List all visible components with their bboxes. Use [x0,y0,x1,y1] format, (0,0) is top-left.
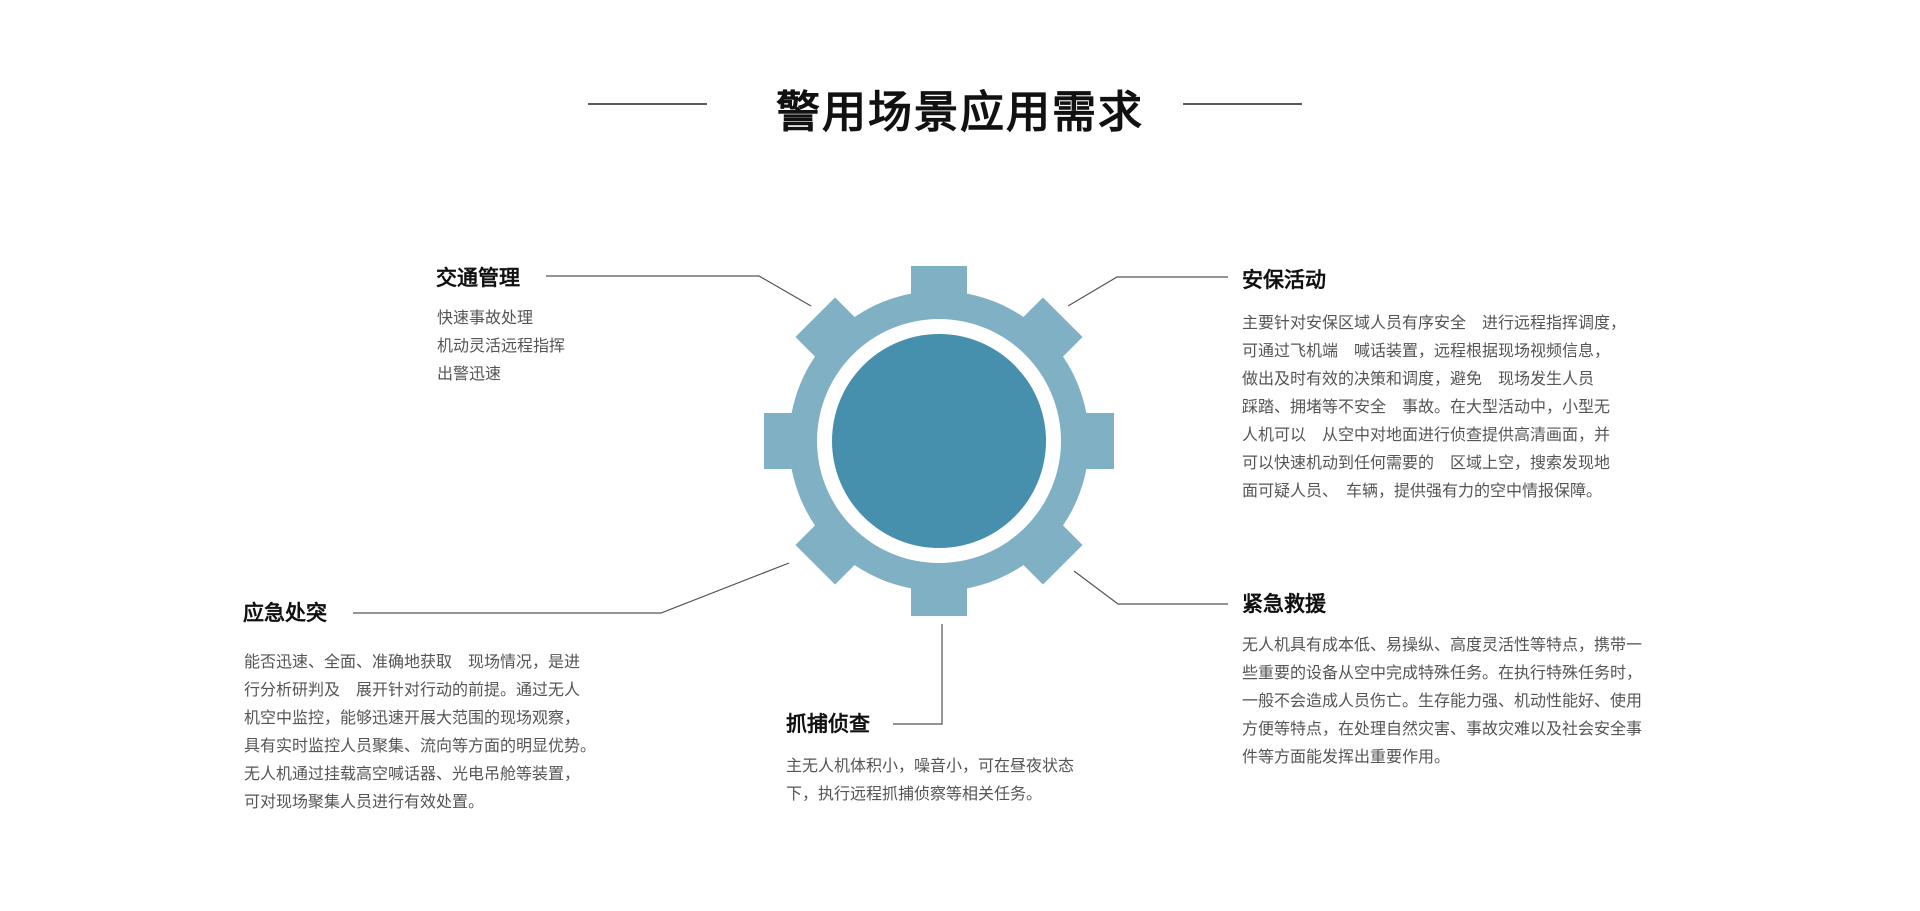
text-line: 踩踏、拥堵等不安全 事故。在大型活动中，小型无 [1242,397,1611,416]
text-emergency: 能否迅速、全面、准确地获取 现场情况，是进行分析研判及 展开针对行动的前提。通过… [244,648,596,816]
text-security: 主要针对安保区域人员有序安全 进行远程指挥调度， 可通过飞机端 喊话装置，远程根据… [1242,309,1626,505]
heading-rescue: 紧急救援 [1242,592,1326,616]
text-line: 具有实时监控人员聚集、流向等方面的明显优势。 [244,736,597,755]
text-rescue: 无人机具有成本低、易操纵、高度灵活性等特点，携带一些重要的设备从空中完成特殊任务… [1242,631,1642,771]
heading-traffic: 交通管理 [436,266,520,290]
text-line: 做出及时有效的决策和调度，避免 现场发生人员 [1242,369,1595,388]
text-line: 主无人机体积小，噪音小，可在昼夜状态 [786,756,1075,775]
page-title: 警用场景应用需求 [776,87,1144,138]
text-line: 机空中监控，能够迅速开展大范围的现场观察， [244,708,581,727]
text-line: 无人机通过挂载高空喊话器、光电吊舱等装置， [244,764,581,783]
text-line: 主要针对安保区域人员有序安全 进行远程指挥调度， [1242,313,1627,332]
connector-security [1067,276,1228,307]
text-line: 可通过飞机端 喊话装置，远程根据现场视频信息， [1242,341,1611,360]
text-line: 快速事故处理 [437,308,534,327]
connector-capture [893,624,943,725]
text-line: 出警迅速 [437,364,502,383]
text-line: 面可疑人员、 车辆，提供强有力的空中情报保障。 [1242,481,1603,500]
heading-emergency: 应急处突 [243,601,327,625]
connector-traffic [546,275,812,307]
text-line: 些重要的设备从空中完成特殊任务。在执行特殊任务时， [1242,663,1643,682]
text-line: 方便等特点，在处理自然灾害、事故灾难以及社会安全事 [1242,719,1643,738]
gear-icon [764,266,1114,616]
text-capture: 主无人机体积小，噪音小，可在昼夜状态下，执行远程抓捕侦察等相关任务。 [786,752,1074,808]
text-line: 下，执行远程抓捕侦察等相关任务。 [786,784,1043,803]
heading-security: 安保活动 [1242,268,1326,292]
text-line: 件等方面能发挥出重要作用。 [1242,747,1451,766]
gear-core [832,334,1046,548]
connector-emergency [353,562,790,614]
text-line: 一般不会造成人员伤亡。生存能力强、机动性能好、使用 [1242,691,1643,710]
text-line: 可以快速机动到任何需要的 区域上空，搜索发现地 [1242,453,1611,472]
text-line: 能否迅速、全面、准确地获取 现场情况，是进 [244,652,581,671]
text-line: 行分析研判及 展开针对行动的前提。通过无人 [244,680,581,699]
text-line: 可对现场聚集人员进行有效处置。 [244,792,485,811]
text-line: 机动灵活远程指挥 [437,336,566,355]
text-line: 无人机具有成本低、易操纵、高度灵活性等特点，携带一 [1242,635,1643,654]
connector-rescue [1073,570,1228,605]
heading-capture: 抓捕侦查 [786,712,870,736]
text-traffic: 快速事故处理机动灵活远程指挥出警迅速 [437,304,565,388]
text-line: 人机可以 从空中对地面进行侦查提供高清画面，并 [1242,425,1611,444]
